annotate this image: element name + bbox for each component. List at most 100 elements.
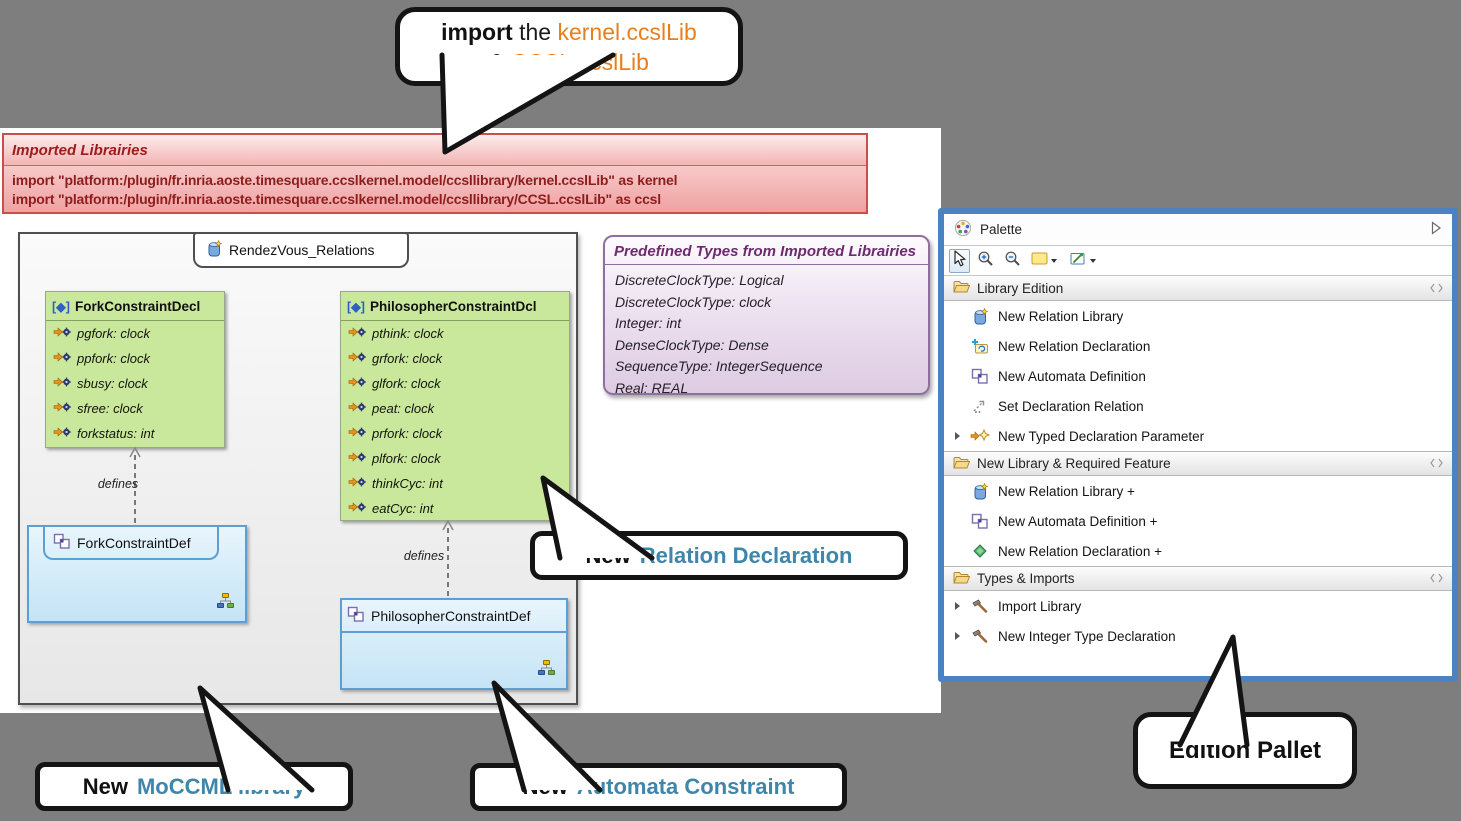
pin-note-tool-button[interactable]: [1067, 249, 1102, 273]
relation-library-icon: [969, 307, 991, 325]
palette-section-library-edition[interactable]: Library Edition: [944, 276, 1452, 301]
attribute-row[interactable]: forkstatus: int: [46, 421, 224, 446]
zoom-in-button[interactable]: [974, 249, 997, 273]
collapse-arrow-icon[interactable]: [1430, 221, 1442, 238]
note-tool-button[interactable]: [1028, 249, 1063, 273]
attribute-row[interactable]: sfree: clock: [46, 396, 224, 421]
defines-edge-label: defines: [97, 477, 139, 491]
clock-attribute-icon: [348, 401, 366, 416]
palette-item-new-relation-declaration[interactable]: New Relation Declaration: [944, 331, 1452, 361]
fork-constraint-def-title: ForkConstraintDef: [77, 534, 191, 551]
predefined-types-list: DiscreteClockType: Logical DiscreteClock…: [605, 265, 928, 393]
attribute-row[interactable]: prfork: clock: [341, 421, 569, 446]
callout-import-note: import the kernel.ccslLib & CCSL.ccslLib: [395, 7, 743, 86]
expander-icon[interactable]: [952, 432, 962, 440]
palette-item-import-library[interactable]: Import Library: [944, 591, 1452, 621]
relation-declaration-icon: [969, 338, 991, 354]
hammer-icon: [969, 599, 991, 613]
clock-attribute-icon: [348, 351, 366, 366]
philosopher-constraint-decl-header[interactable]: [◆] PhilosopherConstraintDcl: [341, 292, 569, 321]
palette-panel: Palette Library Edition New Relation Lib…: [938, 208, 1458, 682]
clock-attribute-icon: [348, 451, 366, 466]
zoom-out-button[interactable]: [1001, 249, 1024, 273]
item-label: New Automata Definition: [998, 368, 1146, 384]
palette-icon: [954, 219, 972, 240]
palette-item-new-relation-declaration-plus[interactable]: New Relation Declaration +: [944, 536, 1452, 566]
palette-item-new-automata-definition-plus[interactable]: New Automata Definition +: [944, 506, 1452, 536]
philosopher-constraint-def-header[interactable]: PhilosopherConstraintDef: [342, 600, 566, 633]
predefined-type: Integer: int: [615, 315, 682, 331]
palette-item-new-relation-library-plus[interactable]: New Relation Library +: [944, 476, 1452, 506]
library-tab[interactable]: RendezVous_Relations: [193, 232, 409, 268]
attribute-row[interactable]: grfork: clock: [341, 346, 569, 371]
attribute-row[interactable]: eatCyc: int: [341, 496, 569, 521]
item-label: New Relation Declaration +: [998, 543, 1162, 559]
fork-constraint-def-header[interactable]: ForkConstraintDef: [43, 527, 219, 560]
expander-icon[interactable]: [952, 602, 962, 610]
attribute-row[interactable]: thinkCyc: int: [341, 471, 569, 496]
callout-import-line2: & CCSL.ccslLib: [489, 48, 649, 75]
attribute-row[interactable]: pthink: clock: [341, 321, 569, 346]
palette-section-new-library-required-feature[interactable]: New Library & Required Feature: [944, 451, 1452, 476]
philosopher-constraint-def-box[interactable]: PhilosopherConstraintDef: [340, 598, 568, 690]
import-statement: import "platform:/plugin/fr.inria.aoste.…: [12, 171, 678, 188]
automata-definition-icon: [53, 533, 71, 552]
predefined-type: DiscreteClockType: clock: [615, 293, 772, 310]
attribute-row[interactable]: sbusy: clock: [46, 371, 224, 396]
clock-attribute-icon: [348, 326, 366, 341]
relation-library-icon: [207, 239, 223, 260]
clock-attribute-icon: [53, 326, 71, 341]
note-icon: [1031, 252, 1048, 270]
palette-item-set-declaration-relation[interactable]: Set Declaration Relation: [944, 391, 1452, 421]
folder-icon: [953, 456, 971, 472]
zoom-in-icon: [977, 250, 994, 272]
philosopher-constraint-def-title: PhilosopherConstraintDef: [371, 607, 531, 624]
folder-icon: [953, 571, 971, 587]
select-tool-button[interactable]: [949, 248, 970, 273]
palette-header: Palette: [944, 214, 1452, 246]
defines-connector[interactable]: [120, 446, 150, 527]
green-diamond-icon: [969, 544, 991, 558]
declaration-type-icon: [◆]: [52, 299, 70, 314]
dropdown-caret-icon: [1090, 258, 1096, 263]
expander-icon[interactable]: [952, 632, 962, 640]
clock-attribute-icon: [348, 376, 366, 391]
attribute-row[interactable]: glfork: clock: [341, 371, 569, 396]
palette-item-new-integer-type-declaration[interactable]: New Integer Type Declaration: [944, 621, 1452, 651]
clock-attribute-icon: [348, 501, 366, 516]
clock-attribute-icon: [53, 351, 71, 366]
attribute-row[interactable]: peat: clock: [341, 396, 569, 421]
attribute-row[interactable]: ppfork: clock: [46, 346, 224, 371]
clock-attribute-icon: [348, 476, 366, 491]
defines-connector[interactable]: [433, 519, 463, 599]
palette-item-new-relation-library[interactable]: New Relation Library: [944, 301, 1452, 331]
fork-constraint-def-box[interactable]: ForkConstraintDef: [27, 525, 247, 623]
attribute-row[interactable]: pgfork: clock: [46, 321, 224, 346]
predefined-types-box: Predefined Types from Imported Librairie…: [603, 235, 930, 395]
predefined-type: SequenceType: IntegerSequence: [615, 358, 823, 374]
pin-section-icon[interactable]: [1430, 281, 1443, 296]
automata-definition-icon: [347, 606, 365, 625]
item-label: New Typed Declaration Parameter: [998, 428, 1205, 444]
callout-new-relation-declaration: New Relation Declaration: [530, 531, 908, 580]
pin-section-icon[interactable]: [1430, 571, 1443, 586]
palette-section-types-and-imports[interactable]: Types & Imports: [944, 566, 1452, 591]
palette-item-new-automata-definition[interactable]: New Automata Definition: [944, 361, 1452, 391]
palette-item-new-typed-declaration-parameter[interactable]: New Typed Declaration Parameter: [944, 421, 1452, 451]
philosopher-constraint-decl-box[interactable]: [◆] PhilosopherConstraintDcl pthink: clo…: [340, 291, 570, 521]
fork-constraint-decl-header[interactable]: [◆] ForkConstraintDecl: [46, 292, 224, 321]
automata-tree-icon: [216, 593, 235, 614]
palette-title: Palette: [980, 222, 1023, 237]
pin-section-icon[interactable]: [1430, 456, 1443, 471]
item-label: New Relation Library: [998, 308, 1124, 324]
relation-library-icon: [969, 482, 991, 500]
imported-libraries-box[interactable]: Imported Librairies import "platform:/pl…: [2, 133, 868, 214]
attribute-row[interactable]: plfork: clock: [341, 446, 569, 471]
dropdown-caret-icon: [1051, 258, 1057, 263]
cursor-icon: [952, 249, 967, 272]
imported-libraries-title: Imported Librairies: [4, 135, 866, 166]
zoom-out-icon: [1004, 250, 1021, 272]
callout-edition-pallet: Edition Pallet: [1133, 712, 1357, 789]
fork-constraint-decl-box[interactable]: [◆] ForkConstraintDecl pgfork: clock ppf…: [45, 291, 225, 448]
